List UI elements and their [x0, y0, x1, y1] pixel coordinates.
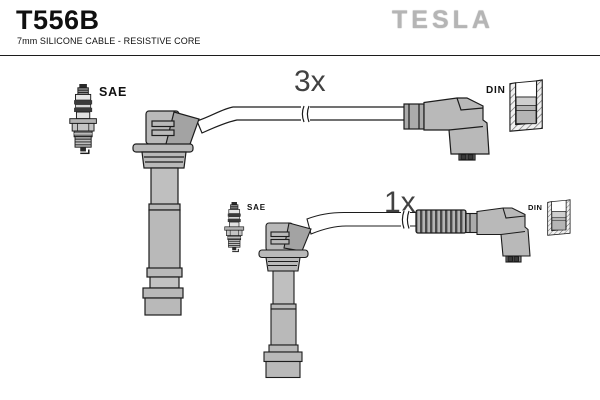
- cable-break-mark: [401, 210, 410, 229]
- corrugated-cable-section: [415, 209, 467, 234]
- spark-plug-icon: [69, 84, 98, 155]
- elbow-connector-icon: [465, 207, 531, 263]
- tesla-logo: TESLA: [392, 6, 494, 34]
- cable-break-mark: [301, 105, 310, 123]
- product-subtitle: 7mm SILICONE CABLE - RESISTIVE CORE: [17, 36, 201, 46]
- din-label: DIN: [486, 85, 506, 96]
- sae-label: SAE: [99, 85, 127, 99]
- kit-1x: 1x SAE: [224, 186, 571, 379]
- header-divider: [0, 55, 600, 56]
- din-terminal-icon: [509, 79, 543, 132]
- part-number: T556B: [16, 5, 100, 35]
- kit-3x: 3x SAE: [69, 65, 543, 316]
- elbow-connector-icon: [403, 97, 490, 161]
- spark-plug-icon: [224, 202, 245, 253]
- plug-boot-icon: [132, 106, 406, 316]
- din-label: DIN: [528, 203, 542, 212]
- din-terminal-icon: [547, 199, 571, 236]
- sae-label: SAE: [247, 203, 266, 212]
- plug-boot-icon: [258, 211, 417, 379]
- quantity-label-3x: 3x: [294, 65, 326, 98]
